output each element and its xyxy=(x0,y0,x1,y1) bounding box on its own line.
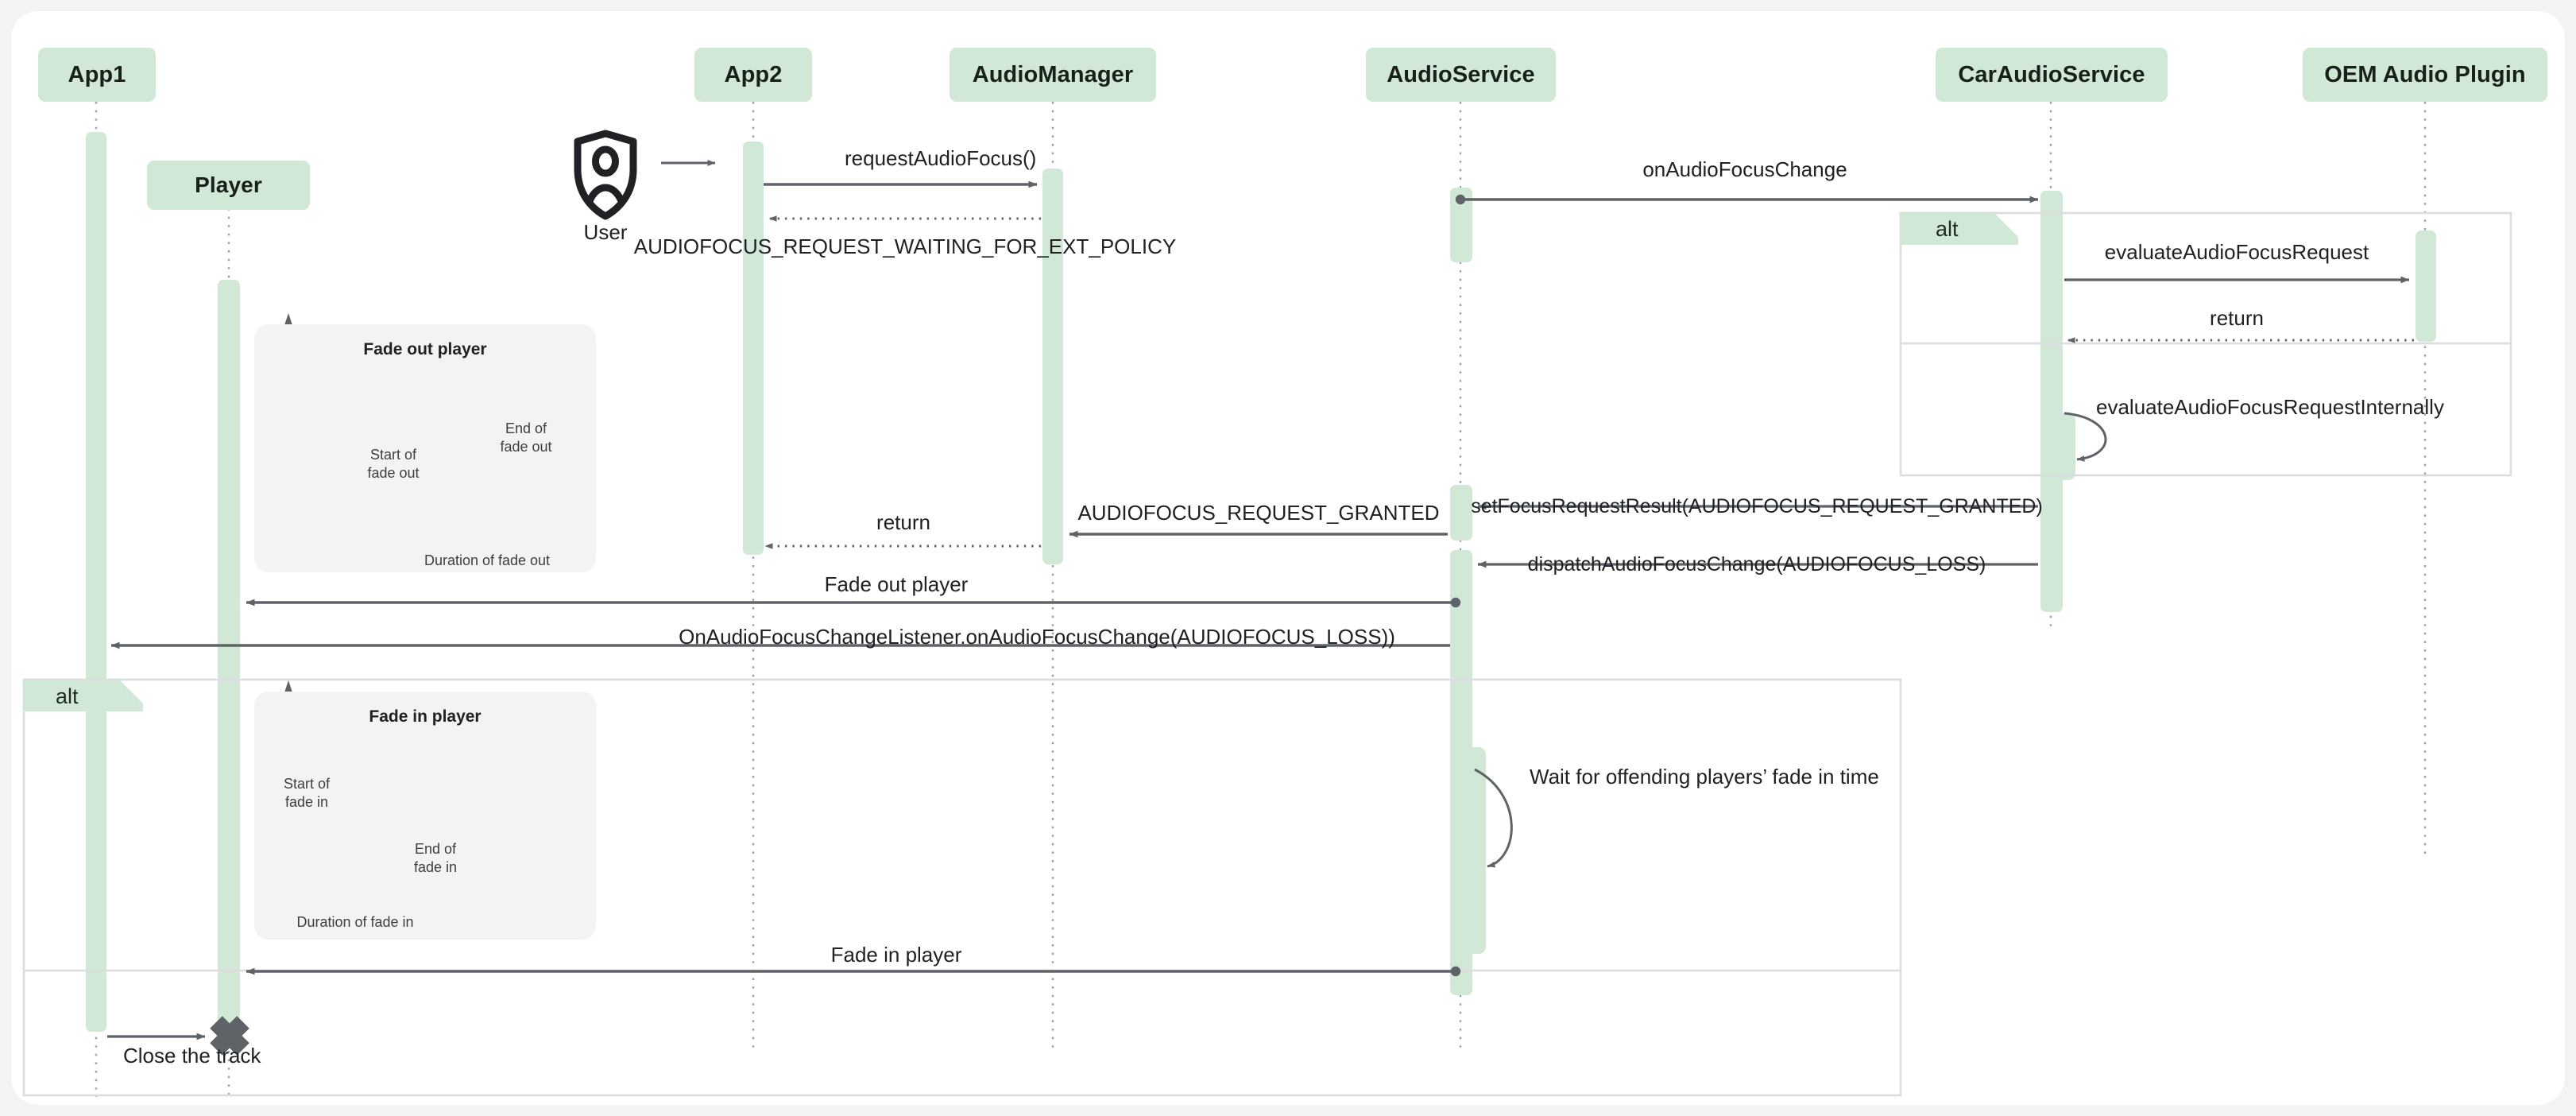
participant-app2[interactable]: App2 xyxy=(694,48,812,102)
message-onaudiofocuschange: onAudioFocusChange xyxy=(1642,157,1847,181)
arrow-self-evaluate-internally xyxy=(2064,412,2107,462)
message-dispatchaudiofocuschange: dispatchAudioFocusChange(AUDIOFOCUS_LOSS… xyxy=(1527,553,1986,575)
message-evaluateaudiofocusrequest: evaluateAudioFocusRequest xyxy=(2104,240,2369,264)
alt-fragment-right xyxy=(1899,211,2512,477)
alt-left-label: alt xyxy=(56,684,79,708)
participant-audioservice[interactable]: AudioService xyxy=(1366,48,1556,102)
fade-out-note-title: Fade out player xyxy=(363,340,487,358)
activation-bars xyxy=(86,132,2436,1035)
participant-audiomanager-label: AudioManager xyxy=(972,61,1134,87)
fade-out-duration-label: Duration of fade out xyxy=(424,552,551,568)
message-fade-out-player: Fade out player xyxy=(824,572,969,596)
message-close-the-track: Close the track xyxy=(123,1044,261,1068)
fade-out-note xyxy=(254,324,596,572)
fade-out-end-label: End of fade out xyxy=(500,420,552,455)
fade-in-note-title: Fade in player xyxy=(369,707,482,726)
message-evaluateaudiofocusrequestinternally: evaluateAudioFocusRequestInternally xyxy=(2096,395,2444,419)
alt-right-tag xyxy=(1901,213,2018,245)
message-fade-in-player: Fade in player xyxy=(830,943,962,967)
fade-in-start-label: Start of fade in xyxy=(283,776,331,810)
fade-in-duration-label: Duration of fade in xyxy=(296,914,414,930)
arrow-self-wait-fade-in xyxy=(1474,768,1513,868)
message-onaudiofocuschangelistener: OnAudioFocusChangeListener.onAudioFocusC… xyxy=(679,625,1395,649)
lifelines xyxy=(95,102,2427,1097)
participant-app1[interactable]: App1 xyxy=(38,48,156,102)
participant-oemplugin[interactable]: OEM Audio Plugin xyxy=(2303,48,2547,102)
participant-audioservice-label: AudioService xyxy=(1387,61,1535,87)
message-am-return: return xyxy=(876,510,930,534)
message-oem-return: return xyxy=(2210,306,2264,330)
participant-app1-label: App1 xyxy=(68,61,126,87)
participant-player[interactable]: Player xyxy=(147,161,310,210)
message-wait-fade-in-time: Wait for offending players’ fade in time xyxy=(1530,765,1879,789)
participant-caraudioservice-label: CarAudioService xyxy=(1958,61,2145,87)
message-waiting-for-ext-policy: AUDIOFOCUS_REQUEST_WAITING_FOR_EXT_POLIC… xyxy=(633,234,1177,258)
fade-out-start-label: Start of fade out xyxy=(367,447,420,481)
user-shield-icon xyxy=(574,130,637,220)
destroy-x-icon xyxy=(210,1016,249,1056)
fade-in-end-label: End of fade in xyxy=(413,841,458,875)
alt-right-label: alt xyxy=(1936,217,1959,241)
message-setfocusrequestresult: setFocusRequestResult(AUDIOFOCUS_REQUEST… xyxy=(1471,495,2043,517)
message-arrows xyxy=(107,160,2414,1040)
participant-player-label: Player xyxy=(195,172,262,197)
actor-user-label: User xyxy=(583,220,628,244)
fade-in-note xyxy=(254,692,596,940)
participant-audiomanager[interactable]: AudioManager xyxy=(950,48,1156,102)
participant-oemplugin-label: OEM Audio Plugin xyxy=(2324,61,2526,87)
participant-caraudioservice[interactable]: CarAudioService xyxy=(1936,48,2168,102)
message-audiofocus-request-granted: AUDIOFOCUS_REQUEST_GRANTED xyxy=(1077,501,1440,525)
message-requestaudiofocus: requestAudioFocus() xyxy=(845,146,1037,170)
participant-app2-label: App2 xyxy=(724,61,783,87)
alt-left-tag xyxy=(24,680,143,711)
